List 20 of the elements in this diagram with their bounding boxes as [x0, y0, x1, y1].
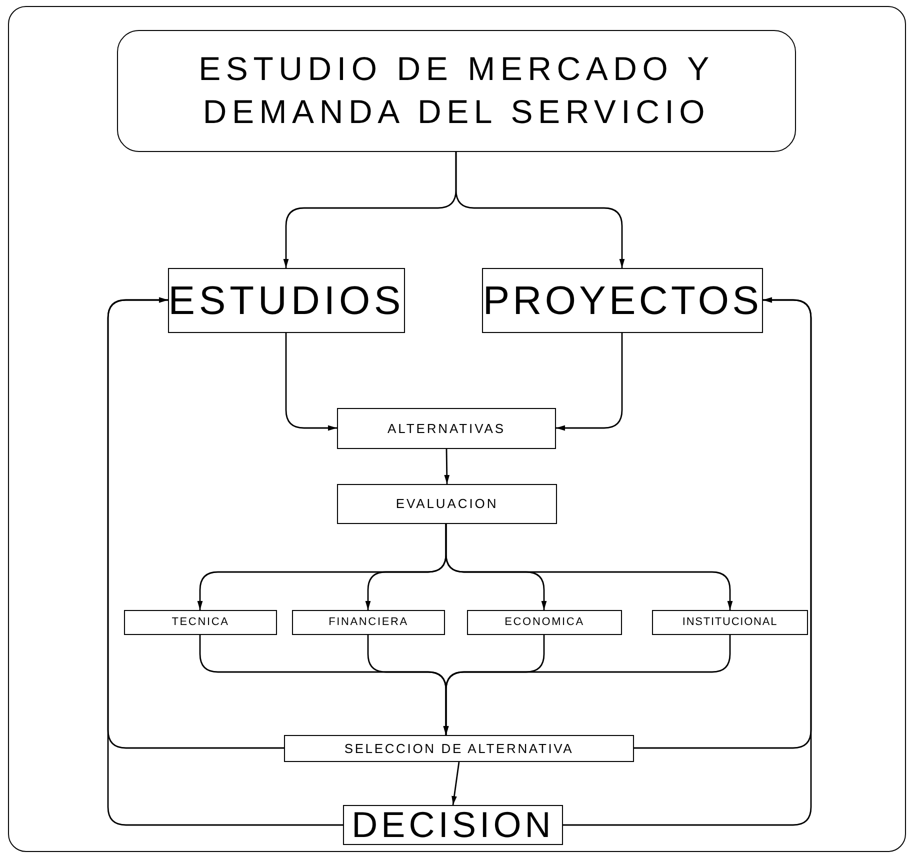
- arrow: [445, 524, 733, 610]
- arrow: [285, 333, 337, 431]
- arrow: [563, 297, 812, 826]
- process-box: DECISION: [343, 805, 563, 845]
- arrow: [444, 449, 450, 484]
- process-box: PROYECTOS: [482, 268, 763, 333]
- process-box: ESTUDIOS: [168, 268, 405, 333]
- arrow: [455, 152, 625, 268]
- process-box: ECONOMICA: [467, 610, 622, 635]
- process-box: TECNICA: [124, 610, 277, 635]
- arrow: [443, 635, 731, 735]
- arrow: [107, 297, 343, 826]
- arrow: [556, 333, 623, 431]
- process-box: SELECCION DE ALTERNATIVA: [284, 735, 634, 762]
- process-box: INSTITUCIONAL: [652, 610, 808, 635]
- arrow: [452, 762, 460, 806]
- title-box: ESTUDIO DE MERCADO Y DEMANDA DEL SERVICIO: [117, 30, 796, 152]
- process-box: FINANCIERA: [292, 610, 445, 635]
- process-box: EVALUACION: [337, 484, 557, 524]
- process-box: ALTERNATIVAS: [337, 408, 556, 449]
